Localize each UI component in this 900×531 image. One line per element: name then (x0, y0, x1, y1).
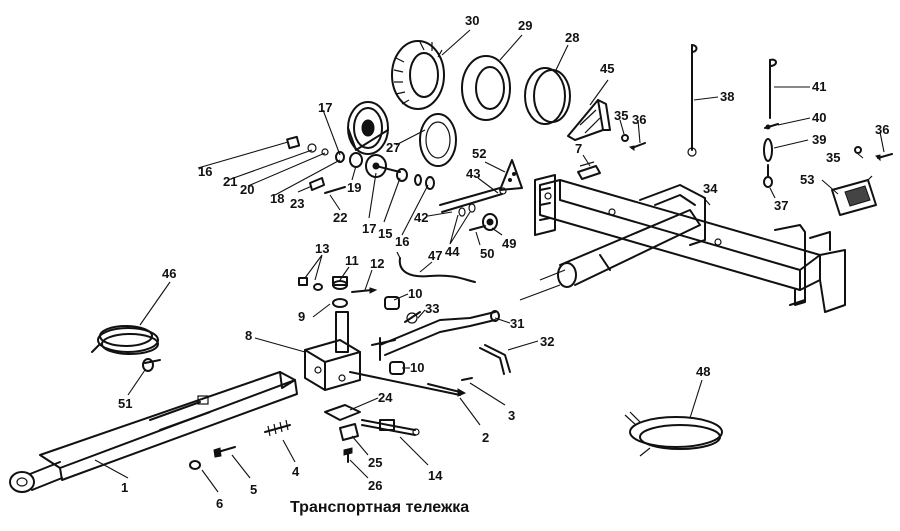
callout-34: 34 (703, 181, 718, 196)
leader-lines (94, 29, 885, 493)
callout-10a: 10 (408, 286, 422, 301)
tail-lamp-53 (831, 175, 877, 216)
swivel-arm-31 (371, 310, 500, 361)
callout-2: 2 (482, 430, 489, 445)
callout-21: 21 (223, 174, 237, 189)
callout-13: 13 (315, 241, 329, 256)
callout-8: 8 (245, 328, 252, 343)
rod-38 (687, 44, 698, 157)
pins (189, 377, 473, 470)
callout-44: 44 (445, 244, 460, 259)
callout-35b: 35 (826, 150, 840, 165)
callout-3: 3 (508, 408, 515, 423)
callout-36a: 36 (632, 112, 646, 127)
small-items-44-49-50 (469, 213, 498, 231)
warning-triangle-52 (499, 159, 523, 191)
callout-16a: 16 (198, 164, 212, 179)
clamp-7 (577, 161, 601, 180)
hub-hardware (286, 135, 435, 194)
callout-33: 33 (425, 301, 439, 316)
handle-32 (479, 344, 511, 375)
callout-9: 9 (298, 309, 305, 324)
callout-47: 47 (428, 248, 442, 263)
cable-coil-46 (91, 325, 161, 372)
caster-hardware (298, 276, 461, 396)
callout-32: 32 (540, 334, 554, 349)
callout-45: 45 (600, 61, 614, 76)
callout-11: 11 (345, 253, 359, 268)
callout-40: 40 (812, 110, 826, 125)
drawbar-tube (519, 209, 701, 301)
callout-5: 5 (250, 482, 257, 497)
callout-10b: 10 (410, 360, 424, 375)
callout-39: 39 (812, 132, 826, 147)
tube-29 (461, 55, 511, 121)
callout-31: 31 (510, 316, 524, 331)
axle-pin-42 (439, 187, 507, 217)
callout-42: 42 (414, 210, 428, 225)
callout-26: 26 (368, 478, 382, 493)
callout-4: 4 (292, 464, 300, 479)
callout-23: 23 (290, 196, 304, 211)
callout-30: 30 (465, 13, 479, 28)
callout-28: 28 (565, 30, 579, 45)
callout-36b: 36 (875, 122, 889, 137)
callout-27: 27 (386, 140, 400, 155)
callout-29: 29 (518, 18, 532, 33)
callout-6: 6 (216, 496, 223, 511)
callout-52: 52 (472, 146, 486, 161)
callout-51: 51 (118, 396, 132, 411)
callout-15: 15 (378, 226, 392, 241)
main-frame-34 (534, 174, 846, 313)
callout-25: 25 (368, 455, 382, 470)
callout-20: 20 (240, 182, 254, 197)
callout-19: 19 (347, 180, 361, 195)
callout-43: 43 (466, 166, 480, 181)
callout-labels: 1 2 3 4 5 6 7 8 9 10 10 11 12 13 14 15 1… (118, 13, 889, 511)
callout-14: 14 (428, 468, 443, 483)
callout-49: 49 (502, 236, 516, 251)
callout-48: 48 (696, 364, 710, 379)
wire-47 (396, 251, 476, 283)
callout-37: 37 (774, 198, 788, 213)
draw-bar-1 (9, 371, 298, 493)
wheel-chock-45 (567, 99, 611, 141)
callout-17b: 17 (362, 221, 376, 236)
wheel-hub (347, 101, 457, 167)
callout-12: 12 (370, 256, 384, 271)
callout-16b: 16 (395, 234, 409, 249)
callout-24: 24 (378, 390, 393, 405)
callout-18: 18 (270, 191, 284, 206)
bolts-35-36 (621, 134, 646, 151)
callout-7: 7 (575, 141, 582, 156)
diagram-title: Транспортная тележка (290, 499, 469, 516)
plate-and-bolt (324, 404, 420, 463)
callout-50: 50 (480, 246, 494, 261)
callout-17a: 17 (318, 100, 332, 115)
rim-band-28 (524, 67, 571, 125)
cable-coil-48 (624, 411, 723, 457)
tire-30 (391, 40, 445, 110)
callout-38: 38 (720, 89, 734, 104)
rod-41 (763, 58, 779, 188)
callout-41: 41 (812, 79, 826, 94)
callout-22: 22 (333, 210, 347, 225)
bolts-35-36-right (854, 146, 893, 162)
callout-1: 1 (121, 480, 128, 495)
callout-46: 46 (162, 266, 176, 281)
callout-35a: 35 (614, 108, 628, 123)
callout-53: 53 (800, 172, 814, 187)
